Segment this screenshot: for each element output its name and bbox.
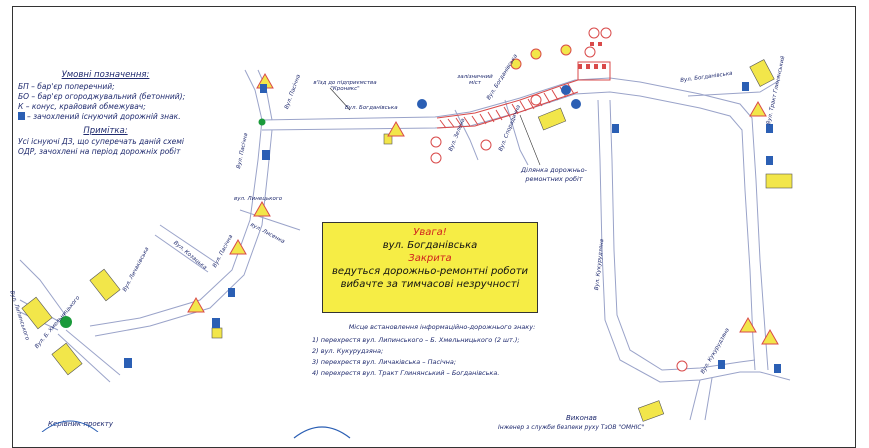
legend-covered-text: – зачохлений існуючий дорожній знак. (27, 112, 181, 121)
road-pasichna-edge (94, 129, 273, 337)
direction-sign (718, 360, 725, 369)
info-sign (51, 342, 83, 376)
work-zone (436, 79, 579, 129)
junction-marker (258, 118, 266, 126)
label-entrance: в'їзд до підприємства "Кроникс" (313, 80, 377, 92)
no-entry-sign (430, 152, 442, 164)
direction-sign (766, 156, 773, 165)
road-lysenka (239, 209, 301, 231)
notice-closed: Закрита (408, 253, 452, 264)
roadworks-sign (761, 328, 779, 345)
direction-sign (742, 82, 749, 91)
stamp-left (41, 420, 99, 432)
no-entry-sign (480, 139, 492, 151)
sign-placement-list: Місце встановлення інформаційно-дорожньо… (312, 322, 572, 379)
sign-placement-item: 4) перехрестя вул. Тракт Глинянський – Б… (312, 369, 500, 377)
direction-sign (124, 358, 132, 368)
direction-sign (228, 288, 235, 297)
legend-heading: Умовні позначення: (61, 70, 150, 80)
work-zone-end (577, 61, 611, 81)
label-work-site: Ділянка дорожньо-ремонтних робіт (520, 166, 587, 183)
stamp (293, 426, 351, 439)
direction-sign (212, 318, 220, 328)
entrance-leader (329, 87, 351, 111)
info-sign (765, 173, 793, 189)
label-bogdanivska-top: Вул. Богданівська (345, 105, 398, 111)
note-text: Усі існуючі ДЗ, що суперечать даній схем… (18, 137, 184, 156)
road-pasichna (89, 119, 263, 327)
legend-item: БП – бар'єр поперечний; (18, 82, 115, 91)
legend-item: К – конус, крайовий обмежувач; (18, 102, 146, 111)
note-heading: Примітка: (83, 126, 128, 136)
info-sign (89, 268, 121, 302)
sign-placement-item: 3) перехрестя вул. Личаківська – Пасічна… (312, 358, 457, 366)
no-entry-sign (530, 48, 542, 60)
label-lyn: вул. Линецького (234, 196, 283, 202)
road-pasichna-north (244, 69, 263, 121)
legend: Умовні позначення: БП – бар'єр поперечни… (18, 70, 193, 157)
warning-signs (187, 27, 779, 372)
info-sign (383, 133, 393, 145)
road-zelena (454, 109, 479, 161)
direction-sign (262, 150, 270, 160)
no-entry-sign (600, 27, 612, 39)
info-sign (537, 107, 567, 131)
no-entry-sign (588, 27, 600, 39)
notice-apology: вибачте за тимчасові незручності (340, 279, 520, 290)
road-map (19, 27, 793, 422)
info-sign (749, 59, 775, 87)
no-entry-sign (584, 46, 596, 58)
road-kozatska (159, 224, 216, 263)
notice-attention: Увага! (413, 227, 447, 238)
roadworks-sign (387, 120, 405, 137)
road-khmelnytskogo (65, 329, 121, 376)
road-east-exit (759, 371, 791, 381)
road-kukurudzyana (597, 99, 760, 383)
info-sign (21, 296, 53, 330)
roadworks-sign (749, 100, 767, 117)
sign-placement-item: 1) перехрестя вул. Липинського – Б. Хмел… (312, 336, 520, 344)
road-bogdanivska-edge (261, 91, 756, 371)
no-entry-sign (430, 136, 442, 148)
roadworks-sign (253, 200, 271, 217)
direction-sign (612, 124, 619, 133)
notice-street: вул. Богданівська (382, 240, 478, 251)
legend-item-covered: – зачохлений існуючий дорожній знак. (18, 112, 193, 122)
info-signs (21, 59, 793, 422)
direction-sign (571, 99, 581, 109)
no-entry-sign (510, 58, 522, 70)
direction-sign (260, 84, 267, 93)
roadworks-sign (229, 238, 247, 255)
label-bridge: залізничний міст (457, 74, 493, 86)
direction-signs (124, 82, 781, 373)
footer-project-lead: Керівник проєкту (48, 420, 113, 428)
sign-placement-item: 2) вул. Кукурудзяна; (312, 347, 384, 355)
no-entry-sign (530, 94, 542, 106)
direction-sign (417, 99, 427, 109)
road-west (19, 259, 67, 317)
road-glynyansky (687, 79, 781, 97)
roadworks-sign (739, 316, 757, 333)
no-entry-sign (676, 360, 688, 372)
direction-sign (774, 364, 781, 373)
no-entry-sign (560, 44, 572, 56)
site-leader (519, 114, 541, 166)
road-south-exit (689, 379, 701, 421)
closure-notice-board: Увага! вул. Богданівська Закрита ведутьс… (322, 222, 538, 313)
footer-engineer: Інженер з служби безпеки руху ТзОВ "ОМНІ… (498, 424, 645, 431)
roundabout-marker (60, 316, 72, 328)
info-sign (211, 327, 223, 339)
road-bogdanivska (261, 77, 769, 371)
cone-row (578, 42, 606, 69)
roadworks-sign (187, 296, 205, 313)
traffic-scheme-page: в'їзд до підприємства "Кроникс" Вул. Бог… (8, 6, 856, 448)
info-sign (637, 400, 665, 422)
direction-sign (766, 124, 773, 133)
legend-item: БО – бар'єр огороджувальний (бетонний); (18, 92, 186, 101)
sign-placement-heading: Місце встановлення інформаційно-дорожньо… (348, 323, 536, 331)
direction-sign (561, 85, 571, 95)
covered-sign-icon (18, 112, 25, 120)
footer-executor: Виконав (566, 414, 597, 422)
notice-works: ведуться дорожньо-ремонтні роботи (331, 266, 529, 277)
